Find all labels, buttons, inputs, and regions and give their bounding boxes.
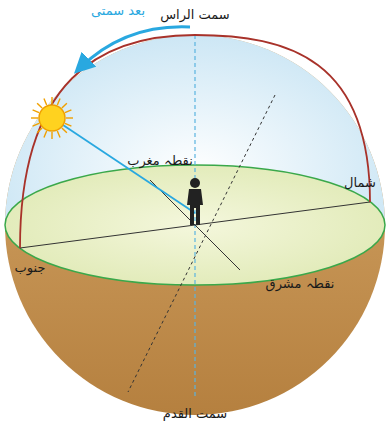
lower-hemisphere [5,35,385,415]
zenith-distance-label: بعد سمتی [89,3,147,19]
zenith-distance-arrow [80,27,190,68]
east-point-label: نقطہ مشرق [264,276,337,292]
zenith-label: سمت الراس [158,7,232,23]
sun-ray [62,103,67,108]
west-point-label: نقطہ مغرب [125,153,195,169]
sun-symbol [31,97,73,139]
sun-ray [44,131,47,137]
sun-ray [31,117,38,118]
sun-ray [51,97,52,104]
meridian-arc [20,35,370,248]
sun-ray [65,110,71,113]
celestial-axis [128,95,275,392]
south-label: جنوب [13,260,48,276]
sun-ray [37,128,42,133]
sun-ray [66,117,73,118]
sun-ray [65,123,71,126]
sun-ray-line [60,123,195,213]
sun-ray [57,131,60,137]
sun-ray [51,132,52,139]
nadir-label: سمت القدم [161,406,229,422]
sun-ray [62,128,67,133]
observer-figure [187,178,203,225]
sun-ray [37,103,42,108]
zenith-nadir-line [194,35,195,396]
east-west-line [150,180,240,270]
sun-ray [33,110,39,113]
sun-ray [57,99,60,105]
sun-ray [44,99,47,105]
sun-ray [33,123,39,126]
north-label: شمال [342,175,378,191]
